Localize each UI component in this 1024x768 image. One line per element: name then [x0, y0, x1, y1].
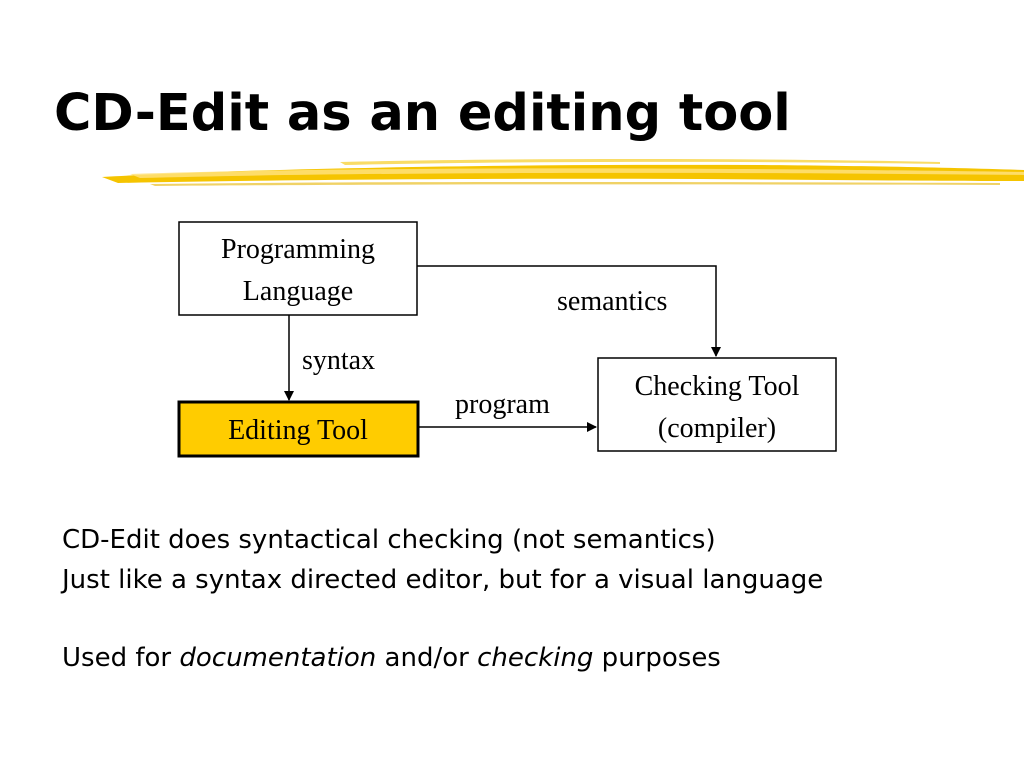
- node-checking-tool: Checking Tool (compiler): [597, 357, 837, 452]
- edge-program-label: program: [455, 389, 550, 420]
- node-programming-language-line1: Programming: [221, 234, 375, 265]
- body-text: CD-Edit does syntactical checking (not s…: [62, 520, 823, 678]
- edge-semantics: semantics: [417, 265, 721, 357]
- edge-syntax: syntax: [284, 315, 375, 401]
- body-line-1: CD-Edit does syntactical checking (not s…: [62, 525, 716, 555]
- title-underline-brushstroke: [102, 159, 1024, 186]
- body-line-3-prefix: Used for: [62, 643, 180, 673]
- node-programming-language-line2: Language: [243, 276, 353, 307]
- node-checking-tool-line1: Checking Tool: [635, 371, 800, 402]
- node-checking-tool-line2: (compiler): [658, 413, 776, 444]
- edge-program: program: [418, 389, 597, 432]
- body-line-3-mid: and/or: [376, 643, 478, 673]
- body-line-3: Used for documentation and/or checking p…: [62, 638, 823, 678]
- edge-syntax-label: syntax: [302, 345, 375, 376]
- body-spacer: [62, 600, 823, 638]
- body-emphasis-documentation: documentation: [179, 643, 377, 673]
- node-editing-tool: Editing Tool: [177, 400, 420, 458]
- body-emphasis-checking: checking: [477, 643, 594, 673]
- edge-semantics-label: semantics: [557, 286, 667, 317]
- body-line-2: Just like a syntax directed editor, but …: [62, 565, 824, 595]
- node-editing-tool-label: Editing Tool: [228, 415, 368, 446]
- node-programming-language: Programming Language: [178, 221, 418, 316]
- slide-title: CD-Edit as an editing tool: [54, 84, 791, 143]
- body-line-3-suffix: purposes: [593, 643, 721, 673]
